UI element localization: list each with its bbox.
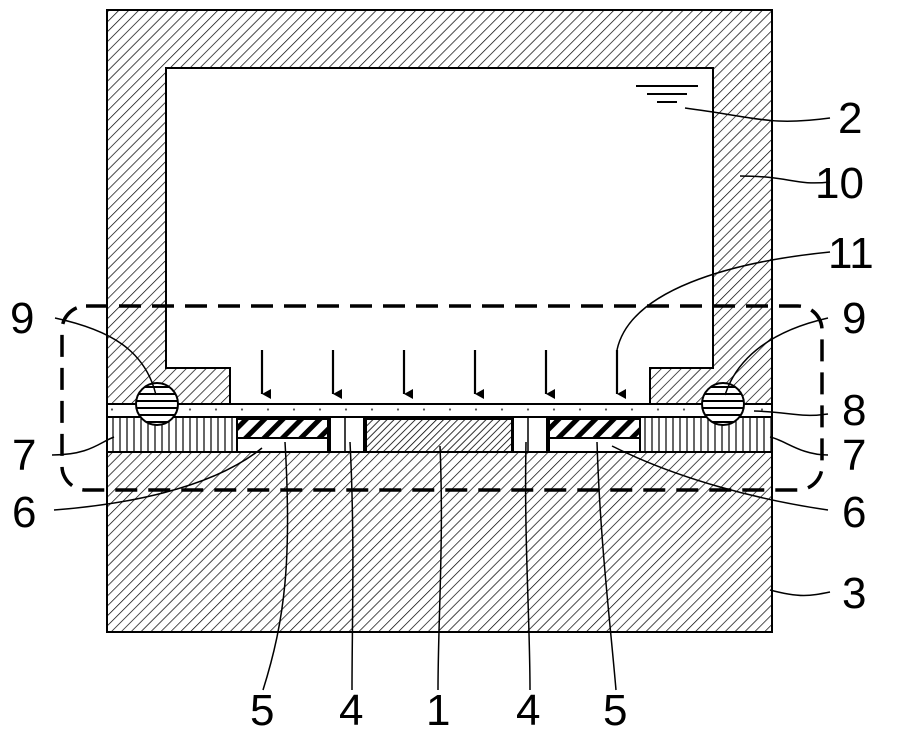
membrane-layer bbox=[107, 404, 772, 417]
seal-ring-right bbox=[702, 383, 744, 425]
element-left bbox=[237, 419, 328, 438]
label-center-chip: 1 bbox=[426, 686, 450, 735]
label-seal-ring-right: 9 bbox=[842, 294, 866, 343]
label-pressure-arrows: 11 bbox=[828, 229, 874, 278]
label-water: 2 bbox=[838, 94, 862, 143]
adhesive-right bbox=[549, 438, 640, 452]
label-membrane-layer: 8 bbox=[842, 386, 866, 435]
label-spacer-right: 7 bbox=[842, 431, 866, 480]
label-adhesive-right: 6 bbox=[842, 488, 866, 537]
pressure-arrows bbox=[262, 350, 617, 394]
label-base: 3 bbox=[842, 569, 866, 618]
water-surface-symbol bbox=[636, 86, 698, 102]
column-left bbox=[330, 417, 364, 452]
element-right bbox=[549, 419, 640, 438]
seal-ring-left bbox=[136, 383, 178, 425]
label-adhesive-left: 6 bbox=[12, 488, 36, 537]
label-column-left: 4 bbox=[339, 686, 363, 735]
adhesive-left bbox=[237, 438, 328, 452]
label-element-right: 5 bbox=[603, 686, 627, 735]
label-spacer-left: 7 bbox=[12, 431, 36, 480]
tank-wall bbox=[107, 10, 772, 452]
label-element-left: 5 bbox=[250, 686, 274, 735]
center-chip bbox=[366, 419, 512, 452]
column-right bbox=[513, 417, 547, 452]
label-column-right: 4 bbox=[516, 686, 540, 735]
label-tank-wall: 10 bbox=[815, 159, 864, 208]
label-seal-ring-left: 9 bbox=[10, 294, 34, 343]
